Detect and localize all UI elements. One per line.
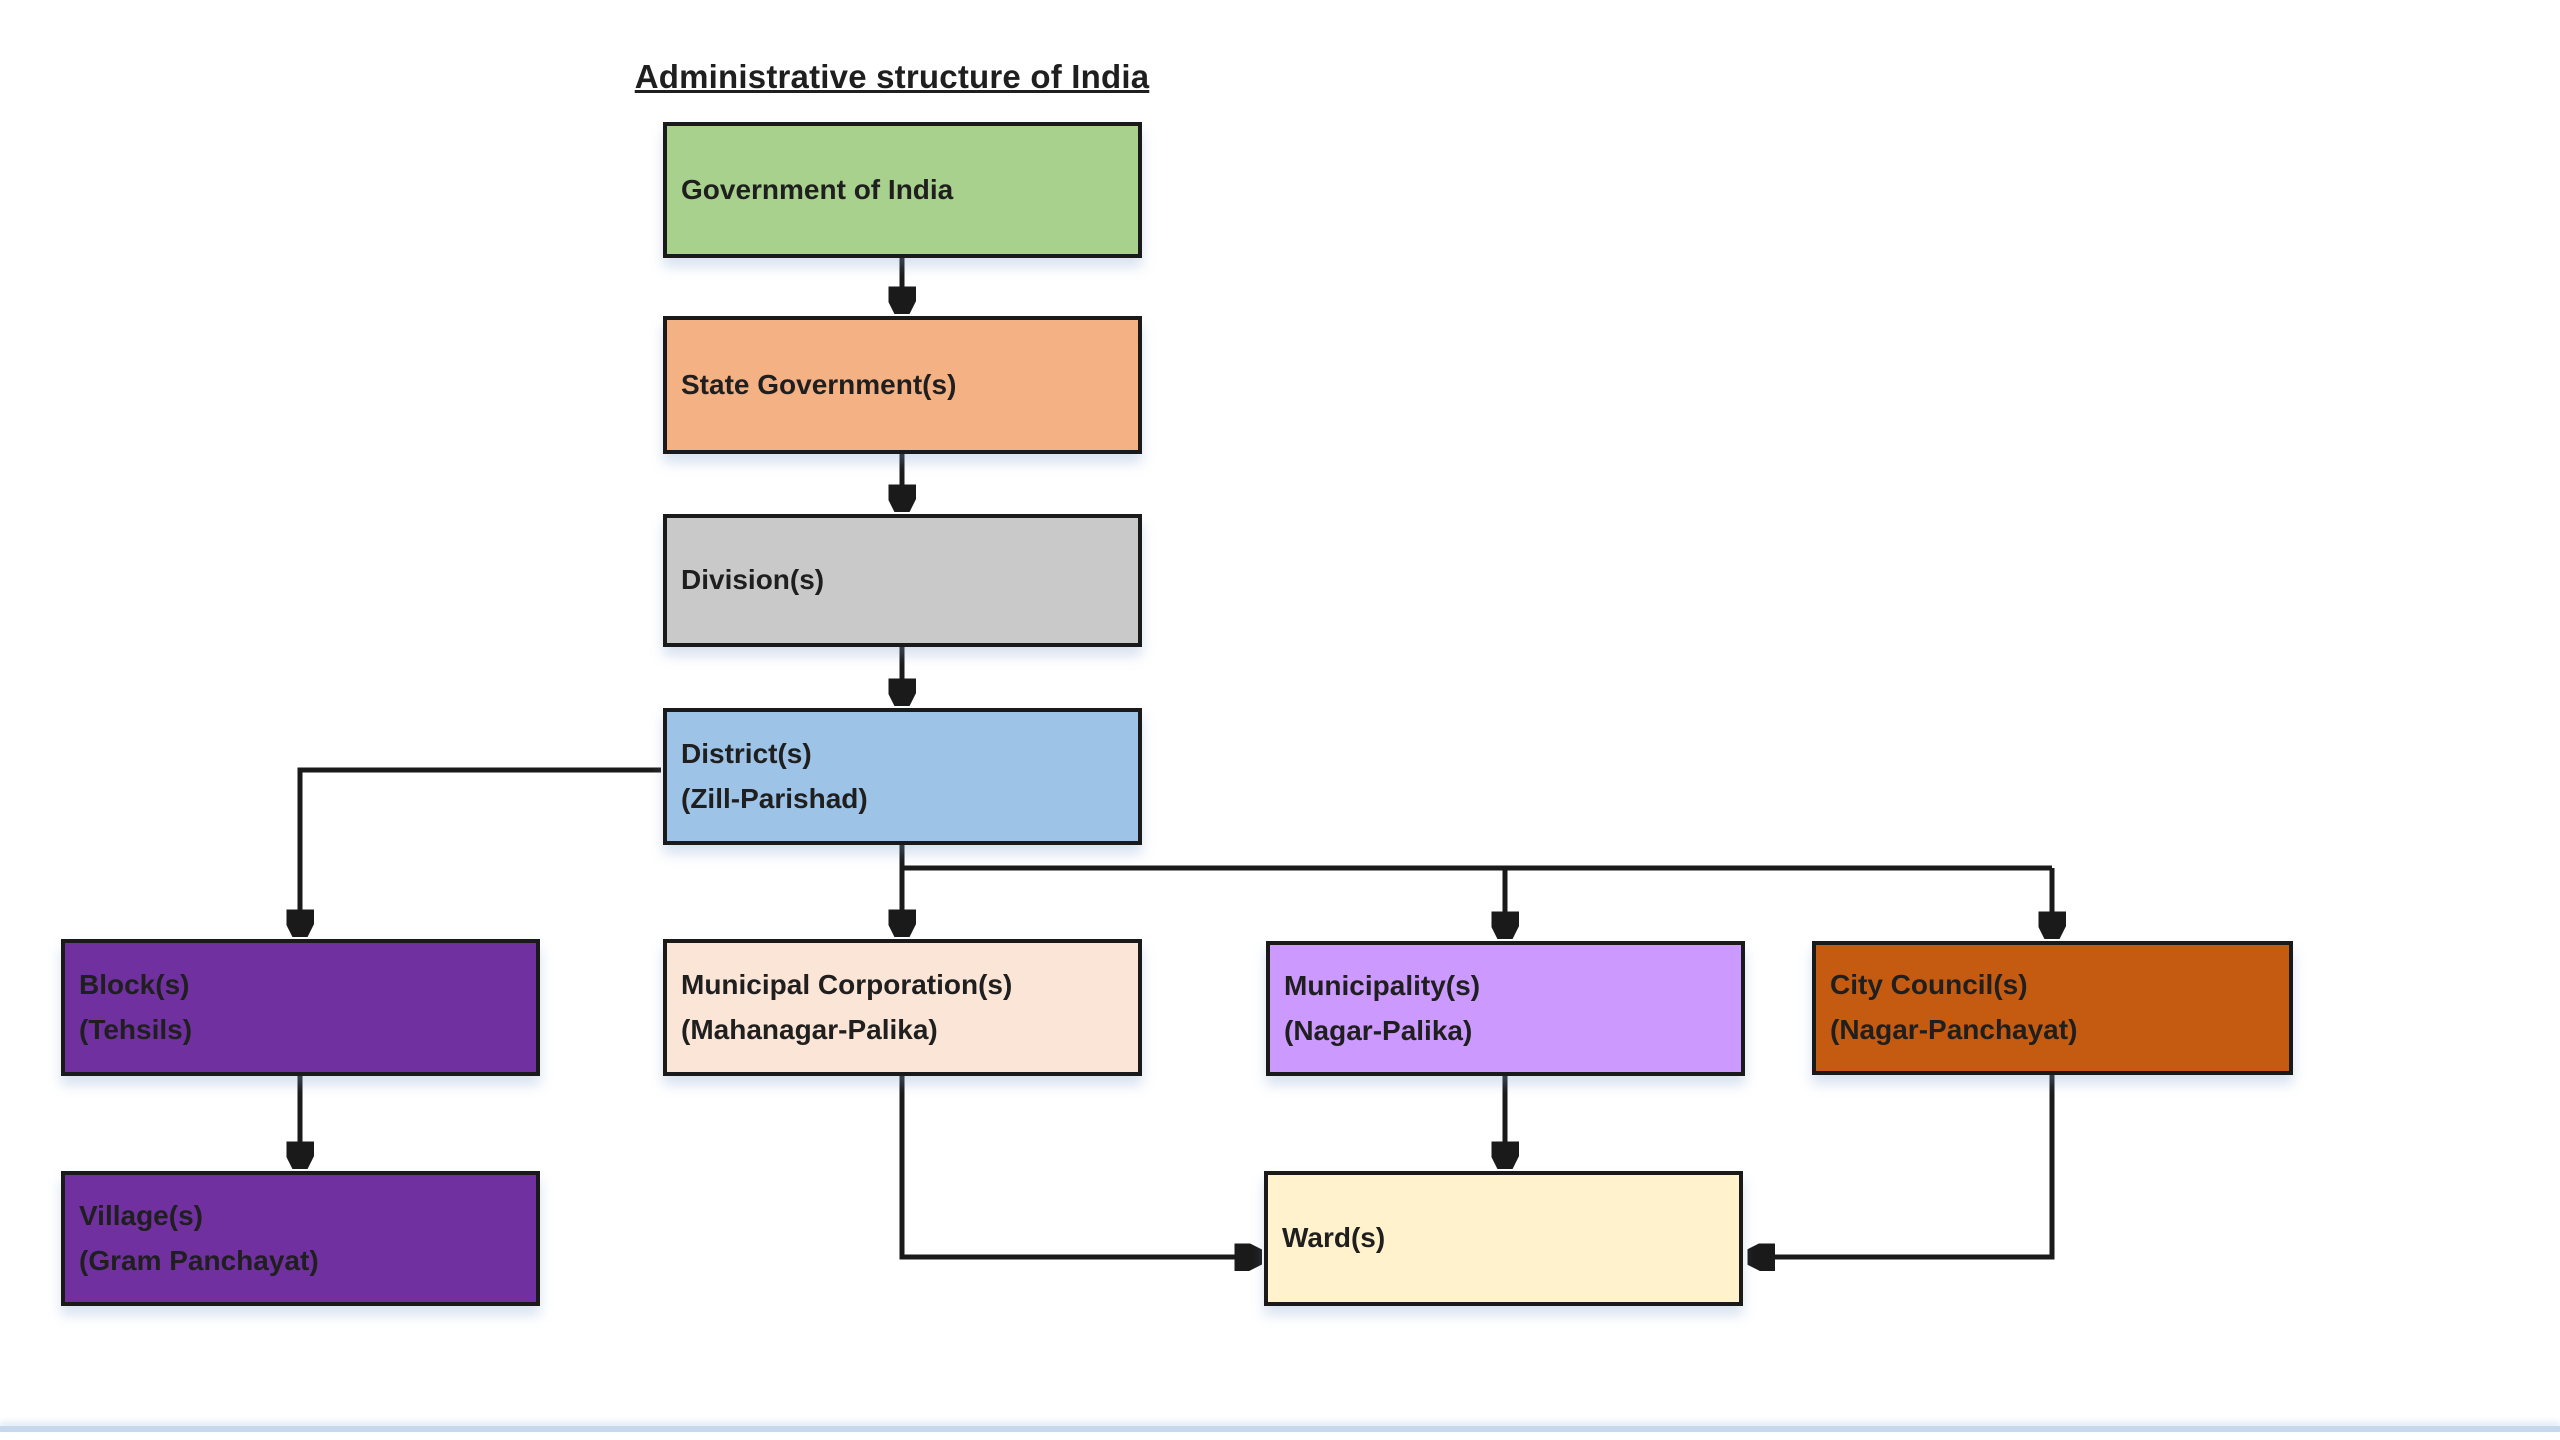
node-district: District(s) (Zill-Parishad) — [663, 708, 1142, 845]
node-sublabel: (Nagar-Palika) — [1284, 1014, 1473, 1046]
connector-municipal-corporation-to-ward — [899, 1074, 1259, 1257]
node-label: Municipal Corporation(s) — [681, 968, 1013, 1000]
node-sublabel: (Gram Panchayat) — [79, 1244, 319, 1276]
node-division: Division(s) — [663, 514, 1142, 647]
page-bottom-border — [0, 1426, 2560, 1432]
connector-city-council-to-ward — [1750, 1073, 2055, 1257]
node-label: Division(s) — [681, 564, 825, 596]
node-label: Government of India — [681, 173, 954, 205]
node-label: District(s) — [681, 737, 812, 769]
node-municipality: Municipality(s) (Nagar-Palika) — [1266, 941, 1745, 1076]
node-municipal-corporation: Municipal Corporation(s) (Mahanagar-Pali… — [663, 939, 1142, 1076]
diagram-title: Administrative structure of India — [634, 58, 1150, 95]
node-ward: Ward(s) — [1264, 1171, 1743, 1306]
node-village: Village(s) (Gram Panchayat) — [61, 1171, 540, 1306]
node-label: City Council(s) — [1830, 969, 2028, 1001]
node-block: Block(s) (Tehsils) — [61, 939, 540, 1076]
node-label: Block(s) — [79, 968, 190, 1000]
node-city-council: City Council(s) (Nagar-Panchayat) — [1812, 941, 2293, 1075]
node-label: State Government(s) — [681, 368, 957, 400]
connector-district-to-block — [300, 767, 661, 934]
node-government-of-india: Government of India — [663, 122, 1142, 258]
node-label: Municipality(s) — [1284, 969, 1481, 1001]
node-sublabel: (Zill-Parishad) — [681, 782, 868, 814]
node-state-government: State Government(s) — [663, 316, 1142, 454]
node-sublabel: (Nagar-Panchayat) — [1830, 1014, 2078, 1045]
node-sublabel: (Mahanagar-Palika) — [681, 1013, 938, 1045]
node-label: Ward(s) — [1282, 1222, 1386, 1254]
node-sublabel: (Tehsils) — [79, 1013, 193, 1045]
node-label: Village(s) — [79, 1199, 203, 1231]
